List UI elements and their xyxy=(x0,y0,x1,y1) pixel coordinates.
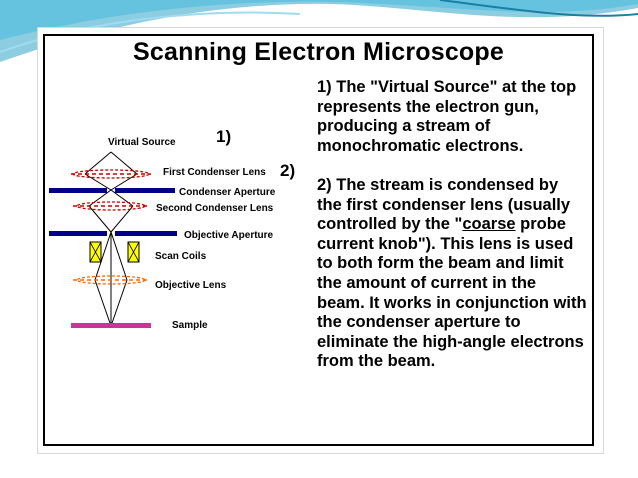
electron-beam xyxy=(84,151,138,327)
slide-title: Scanning Electron Microscope xyxy=(133,38,504,66)
label-scan-coils: Scan Coils xyxy=(155,251,207,262)
paragraph-2: 2) The stream is condensed by the first … xyxy=(317,176,587,372)
sem-diagram: Virtual Source First Condenser Lens Cond… xyxy=(49,127,295,331)
label-virtual-source: Virtual Source xyxy=(108,137,176,148)
underlined-word: coarse xyxy=(462,215,516,234)
sample-stage xyxy=(71,323,151,328)
label-sample: Sample xyxy=(172,320,208,331)
paragraph-2-part-2: probe current knob"). This lens is used … xyxy=(317,215,587,371)
condenser-aperture xyxy=(49,188,175,193)
label-condenser-aperture: Condenser Aperture xyxy=(179,187,276,198)
label-second-condenser-lens: Second Condenser Lens xyxy=(156,203,274,214)
content-frame: Scanning Electron Microscope xyxy=(43,34,594,446)
paragraph-2-part-1: 2) The stream is condensed by the first … xyxy=(317,175,571,234)
marker-2: 2) xyxy=(280,161,295,180)
second-condenser-lens xyxy=(73,201,149,211)
marker-1: 1) xyxy=(216,127,231,146)
first-condenser-lens xyxy=(71,169,151,179)
scan-coils xyxy=(89,241,140,263)
label-objective-aperture: Objective Aperture xyxy=(184,230,274,241)
objective-lens xyxy=(73,275,149,285)
paragraph-1: 1) The "Virtual Source" at the top repre… xyxy=(317,78,577,155)
label-first-condenser-lens: First Condenser Lens xyxy=(163,167,266,178)
objective-aperture xyxy=(49,231,177,236)
explanation-text: 1) The "Virtual Source" at the top repre… xyxy=(317,78,587,372)
label-objective-lens: Objective Lens xyxy=(155,280,227,291)
